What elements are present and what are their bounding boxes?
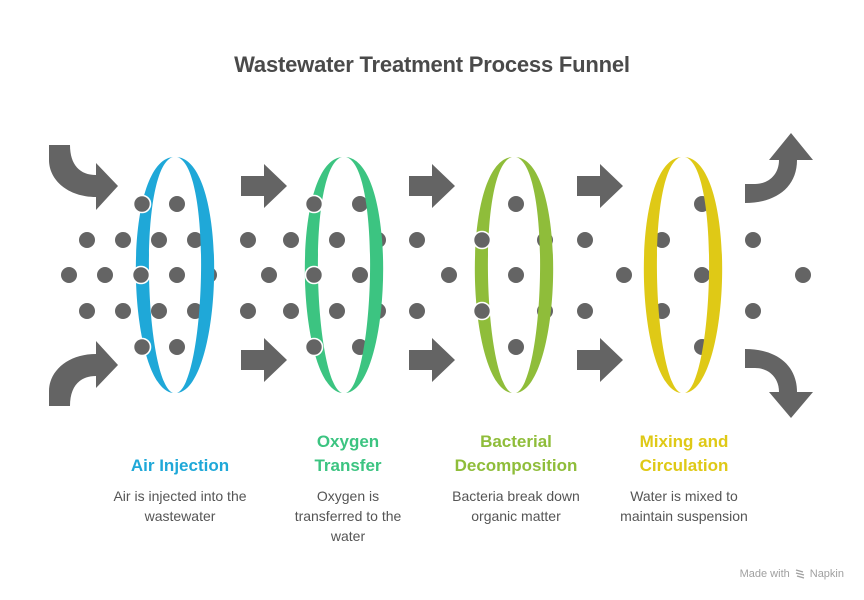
step-description: Air is injected into the wastewater [113,488,247,524]
filter-ring-4 [643,157,723,393]
particle-dot-icon [409,303,425,319]
particle-dot-icon [151,303,167,319]
particle-dot-icon [131,265,151,285]
particle-dot-icon [169,267,185,283]
step-air-injection: Air Injection Air is injected into the w… [95,430,265,526]
particle-dot-icon [441,267,457,283]
right-arrow-icon [577,338,623,382]
particle-dot-icon [283,232,299,248]
particle-dot-icon [472,301,492,321]
particle-dot-icon [115,232,131,248]
filter-ring-2 [304,157,384,393]
step-title: Bacterial Decomposition [454,432,578,475]
right-arrow-icon [241,338,287,382]
ring-right-half [516,157,554,393]
ring-left-half [304,157,342,393]
ring-left-half [474,157,512,393]
particle-field [61,196,811,355]
flow-arrows [49,133,813,418]
particle-dot-icon [261,267,277,283]
ring-right-half [346,157,384,393]
particle-dot-icon [508,339,524,355]
step-bacterial-decomposition: Bacterial Decomposition Bacteria break d… [431,430,601,526]
particle-dot-icon [115,303,131,319]
step-description: Bacteria break down organic matter [452,488,580,524]
particle-dot-icon [352,267,368,283]
particle-dot-icon [169,339,185,355]
particle-dot-icon [240,303,256,319]
step-description: Oxygen is transferred to the water [294,488,402,544]
particle-dot-icon [472,230,492,250]
napkin-watermark: Made with Napkin [740,568,844,580]
particle-dot-icon [61,267,77,283]
right-arrow-icon [409,164,455,208]
particle-dot-icon [745,232,761,248]
particle-dot-icon [329,303,345,319]
particle-dot-icon [79,232,95,248]
particle-dot-icon [745,303,761,319]
particle-dot-icon [169,196,185,212]
curved-arrow-out-down-icon [745,349,813,418]
particle-dot-icon [616,267,632,283]
step-description: Water is mixed to maintain suspension [620,488,748,524]
particle-dot-icon [694,267,710,283]
right-arrow-icon [241,164,287,208]
footer-prefix: Made with [739,568,790,580]
filter-ring-1 [135,157,215,393]
footer-brand: Napkin [809,568,844,580]
particle-dot-icon [352,196,368,212]
right-arrow-icon [409,338,455,382]
particle-dot-icon [132,194,152,214]
step-title: Air Injection [130,456,230,475]
particle-dot-icon [283,303,299,319]
particle-dot-icon [795,267,811,283]
step-title: Oxygen Transfer [314,432,382,475]
particle-overlay [131,194,492,357]
particle-dot-icon [304,265,324,285]
particle-dot-icon [409,232,425,248]
ring-left-half [643,157,681,393]
particle-dot-icon [79,303,95,319]
particle-dot-icon [577,232,593,248]
particle-dot-icon [187,232,203,248]
particle-dot-icon [654,232,670,248]
particle-dot-icon [304,337,324,357]
particle-dot-icon [329,232,345,248]
napkin-logo-icon [795,569,804,579]
right-arrow-icon [577,164,623,208]
step-oxygen-transfer: Oxygen Transfer Oxygen is transferred to… [263,430,433,546]
step-mixing-circulation: Mixing and Circulation Water is mixed to… [599,430,769,526]
particle-dot-icon [151,232,167,248]
particle-dot-icon [508,267,524,283]
ring-left-half [135,157,173,393]
particle-dot-icon [304,194,324,214]
step-title: Mixing and Circulation [639,432,729,475]
particle-dot-icon [577,303,593,319]
particle-dot-icon [240,232,256,248]
ring-right-half [177,157,215,393]
filter-ring-3 [474,157,554,393]
diagram-title: Wastewater Treatment Process Funnel [234,52,630,77]
curved-arrow-in-up-icon [49,341,118,406]
filter-rings [135,157,723,393]
curved-arrow-in-down-icon [49,145,118,210]
particle-dot-icon [132,337,152,357]
ring-right-half [685,157,723,393]
particle-dot-icon [508,196,524,212]
curved-arrow-out-up-icon [745,133,813,203]
particle-dot-icon [97,267,113,283]
